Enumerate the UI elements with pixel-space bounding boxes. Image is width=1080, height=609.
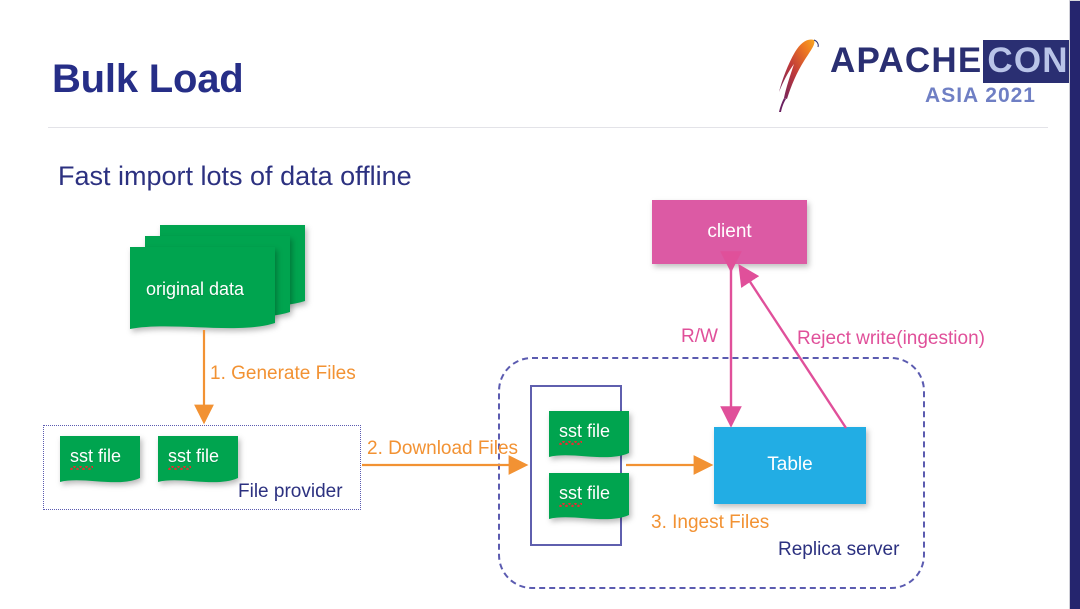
slide-subtitle: Fast import lots of data offline xyxy=(58,161,412,191)
page-title: Bulk Load xyxy=(52,57,244,101)
step-2-label: 2. Download Files xyxy=(367,438,519,459)
replica-server-box xyxy=(498,357,925,589)
logo-asia-text: ASIA 2021 xyxy=(925,84,1036,107)
replica-sst-file-2-label: sst file xyxy=(559,483,610,504)
original-data-sheet-front xyxy=(130,247,275,335)
client-node: client xyxy=(652,200,807,264)
step-1-label: 1. Generate Files xyxy=(210,363,356,384)
table-node-label: Table xyxy=(767,454,813,475)
file-provider-sst-file-2-label: sst file xyxy=(168,446,219,467)
step-3-label: 3. Ingest Files xyxy=(651,512,770,533)
logo-wordmark: APACHE CON xyxy=(830,40,1069,83)
table-node: Table xyxy=(714,427,866,504)
slide-edge-accent-bar xyxy=(1069,0,1080,609)
apachecon-logo: APACHE CON ASIA 2021 xyxy=(770,36,1069,112)
file-provider-label: File provider xyxy=(238,481,343,502)
read-write-label: R/W xyxy=(681,326,718,347)
original-data-label: original data xyxy=(146,279,245,299)
header-divider xyxy=(48,127,1048,128)
original-data-stack: original data xyxy=(130,225,305,330)
logo-apache-text: APACHE xyxy=(830,41,983,80)
apache-feather-icon xyxy=(779,39,819,112)
client-node-label: client xyxy=(707,221,752,242)
file-provider-sst-file-1-label: sst file xyxy=(70,446,121,467)
replica-sst-file-1-label: sst file xyxy=(559,421,610,442)
logo-con-text: CON xyxy=(983,40,1069,83)
file-provider-box xyxy=(43,425,361,510)
reject-write-label: Reject write(ingestion) xyxy=(797,328,985,349)
replica-server-label: Replica server xyxy=(778,539,900,560)
